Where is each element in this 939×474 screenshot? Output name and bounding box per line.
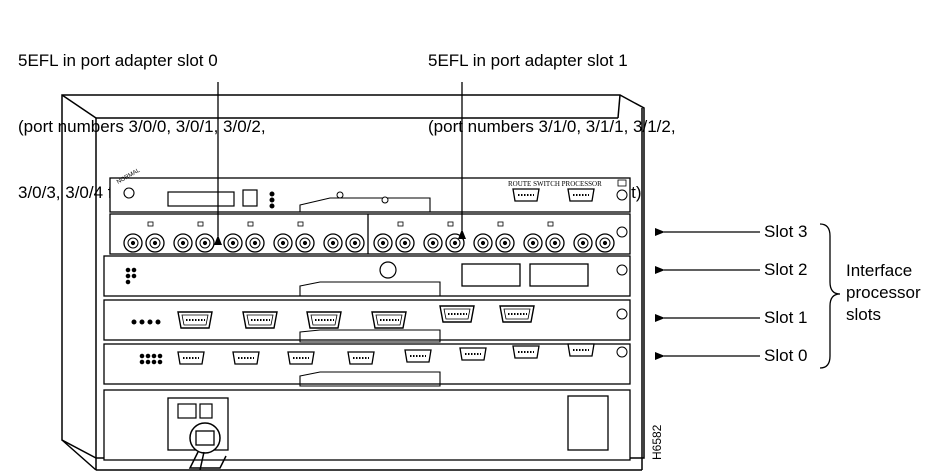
callout-line: (port numbers 3/1/0, 3/1/1, 3/1/2, [428, 117, 676, 136]
figure-id: H6582 [650, 424, 664, 460]
svg-text:ROUTE SWITCH PROCESSOR: ROUTE SWITCH PROCESSOR [508, 180, 602, 188]
slot-group-brace [819, 223, 841, 369]
callout-line: 5EFL in port adapter slot 1 [428, 51, 628, 70]
slot-2-label: Slot 2 [764, 260, 808, 279]
callout-line: 5EFL in port adapter slot 0 [18, 51, 218, 70]
power-supply [103, 389, 631, 471]
slot-3-label: Slot 3 [764, 222, 808, 241]
slot-0-interface-processor [103, 343, 631, 387]
callout-line: (port numbers 3/0/0, 3/0/1, 3/0/2, [18, 117, 266, 136]
slot-1-interface-processor [103, 299, 631, 343]
group-label-line: Interface [846, 261, 913, 280]
callout-leaders [214, 82, 466, 245]
group-label-line: processor [846, 283, 921, 302]
route-switch-processor: ROUTE SWITCH PROCESSOR NORMAL [109, 167, 631, 213]
slot-arrows [655, 228, 760, 360]
interface-processor-slots-label: Interface processor slots [846, 260, 921, 326]
slot-1-label: Slot 1 [764, 308, 808, 327]
slot-3-port-adapters [109, 213, 631, 255]
slot-0-label: Slot 0 [764, 346, 808, 365]
chassis-body [61, 94, 645, 471]
group-label-line: slots [846, 305, 881, 324]
slot-2-interface-processor [103, 255, 631, 297]
